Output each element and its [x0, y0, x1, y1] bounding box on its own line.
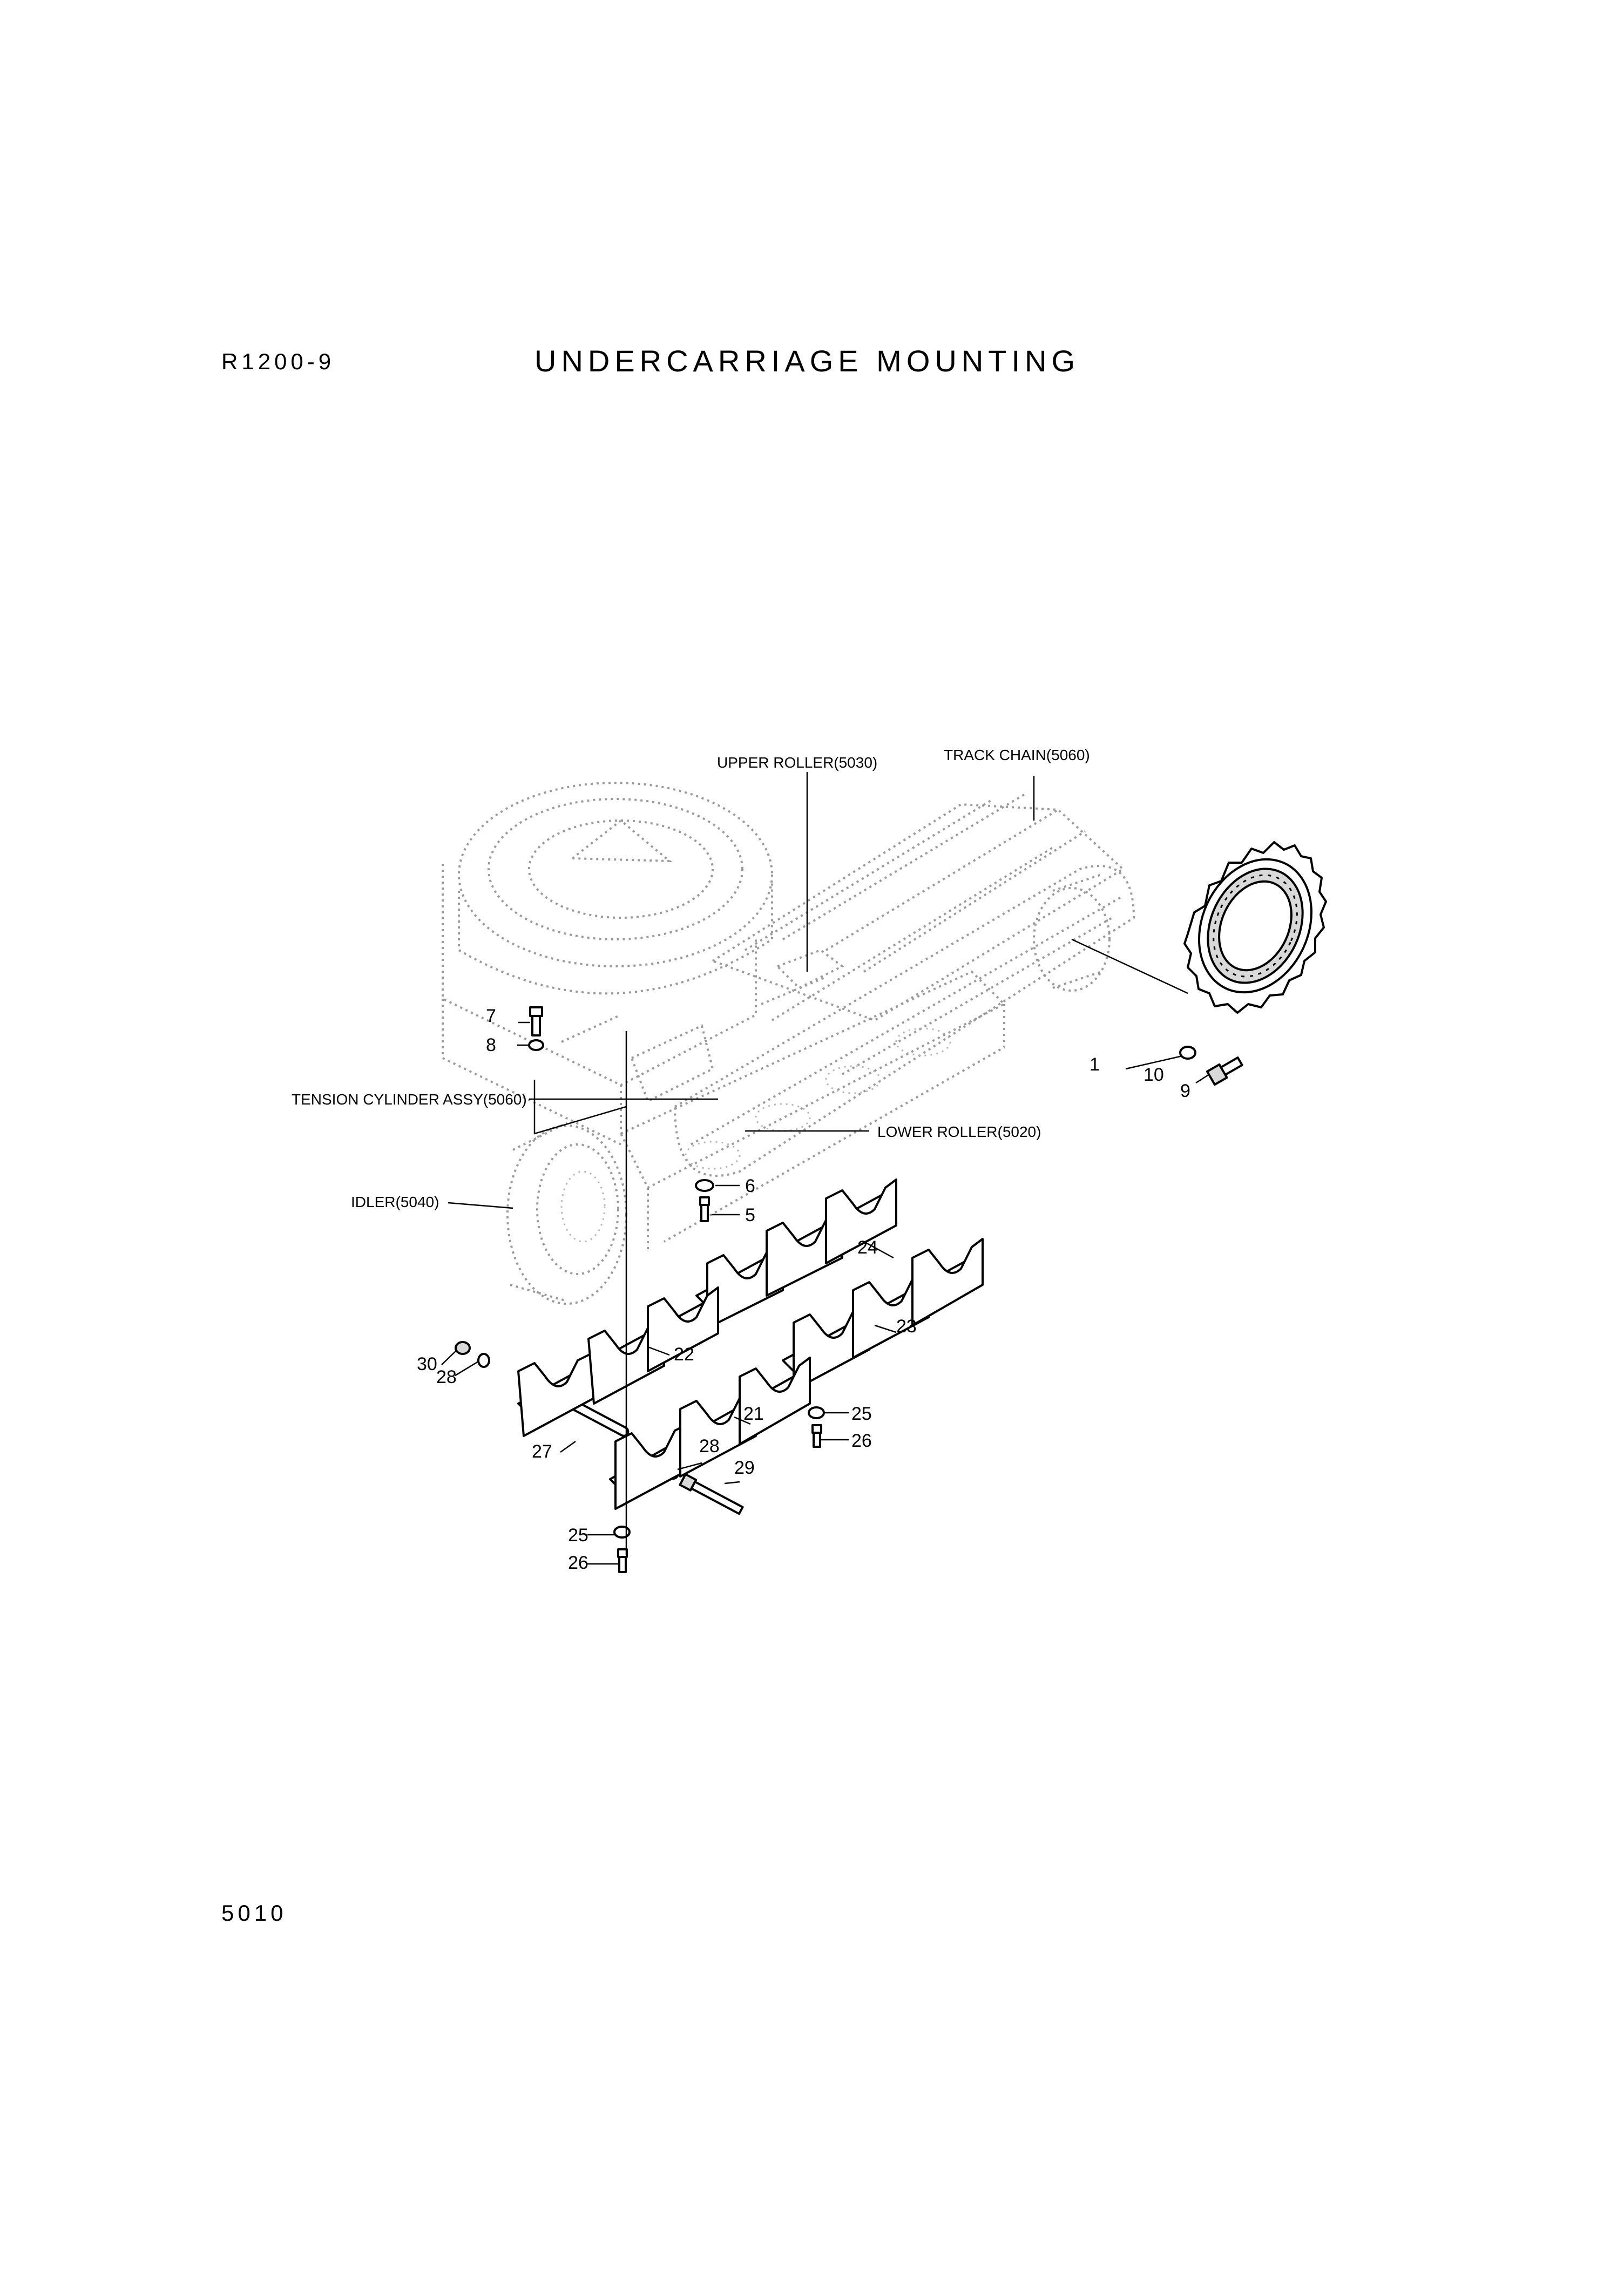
part-number-23: 23	[896, 1316, 917, 1337]
part-number-1: 1	[1090, 1054, 1100, 1075]
part-number-22: 22	[674, 1344, 694, 1365]
part-number-7: 7	[486, 1006, 496, 1026]
hardware-parts	[455, 1006, 1243, 1573]
callout-labels: UPPER ROLLER(5030) TRACK CHAIN(5060) TEN…	[292, 747, 1090, 1210]
part-number-29: 29	[734, 1458, 755, 1478]
part-number-30: 30	[417, 1354, 437, 1374]
model-code: R1200-9	[221, 349, 335, 374]
callout-tension-cylinder: TENSION CYLINDER ASSY(5060)	[292, 1091, 527, 1108]
part-number-26: 26	[851, 1431, 872, 1451]
callout-track-chain: TRACK CHAIN(5060)	[944, 747, 1090, 763]
part-number-5: 5	[745, 1205, 755, 1225]
part-number-25: 25	[851, 1404, 872, 1424]
part-number-21: 21	[743, 1404, 764, 1424]
part-number-8: 8	[486, 1035, 496, 1055]
sprocket	[1183, 841, 1327, 1014]
part-number-9: 9	[1180, 1081, 1190, 1101]
part-number-28: 28	[436, 1367, 457, 1387]
part-number-10: 10	[1143, 1065, 1164, 1085]
page-title: UNDERCARRIAGE MOUNTING	[534, 344, 1080, 378]
leader-lines	[441, 772, 1210, 1565]
callout-upper-roller: UPPER ROLLER(5030)	[717, 754, 877, 771]
track-guards	[517, 1178, 984, 1510]
part-number-24: 24	[857, 1237, 878, 1258]
part-number-27: 27	[532, 1441, 552, 1462]
page-number: 5010	[221, 1900, 287, 1926]
part-number-25: 25	[568, 1525, 588, 1546]
part-number-6: 6	[745, 1176, 755, 1196]
part-number-28: 28	[699, 1436, 720, 1456]
callout-lower-roller: LOWER ROLLER(5020)	[877, 1123, 1041, 1140]
undercarriage-ghost-drawing	[442, 782, 1135, 1305]
part-number-26: 26	[568, 1553, 588, 1573]
part-numbers: 1 5 6 7 8 9 10 21 22 23 24 25 26 25 26 2…	[417, 1006, 1190, 1573]
callout-idler: IDLER(5040)	[351, 1194, 439, 1210]
